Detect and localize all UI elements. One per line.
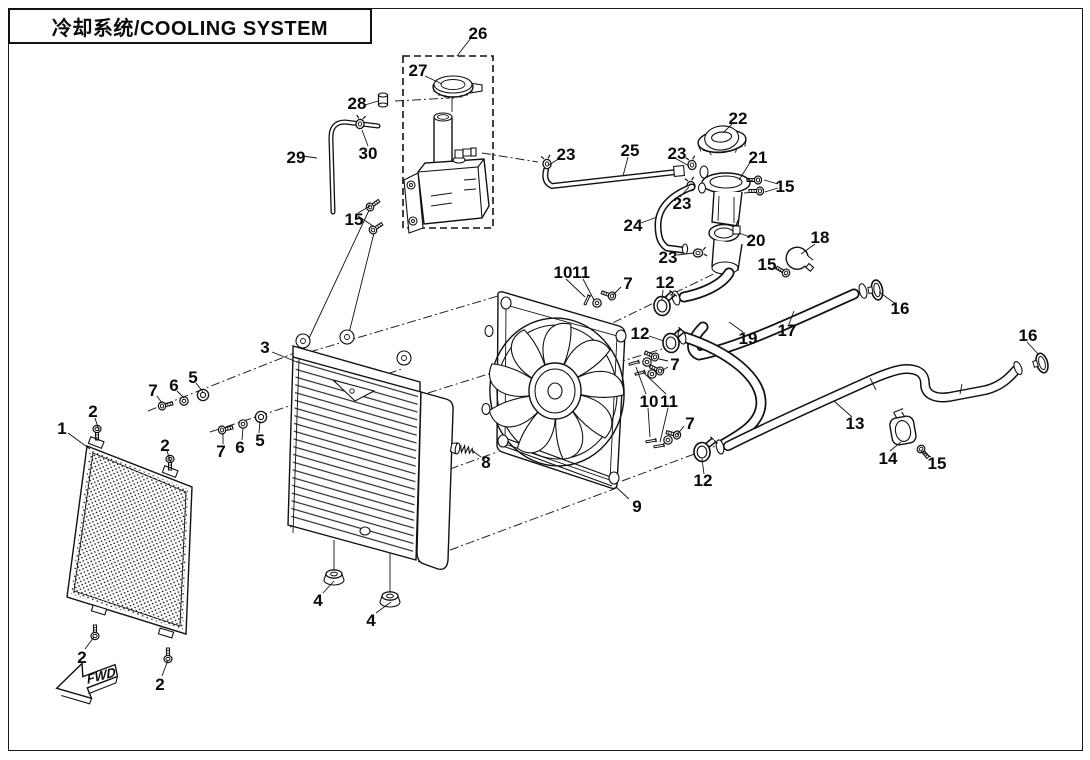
callout-2: 2	[160, 436, 169, 455]
callout-27: 27	[409, 61, 428, 80]
hose-clamps	[651, 246, 1051, 463]
tank-elbow-fitting	[452, 147, 477, 164]
callout-22: 22	[729, 109, 748, 128]
callout-6: 6	[235, 438, 244, 457]
callout-28: 28	[348, 94, 367, 113]
callout-23: 23	[668, 144, 687, 163]
callout-12: 12	[656, 273, 675, 292]
callout-25: 25	[621, 141, 640, 160]
callout-6: 6	[169, 376, 178, 395]
callout-21: 21	[749, 148, 768, 167]
callout-24: 24	[624, 216, 643, 235]
callout-2: 2	[88, 402, 97, 421]
callout-30: 30	[359, 144, 378, 163]
upper-hoses	[671, 267, 868, 455]
callout-5: 5	[188, 368, 197, 387]
pipe-holder	[889, 408, 917, 446]
callout-16: 16	[1019, 326, 1038, 345]
page-border	[8, 8, 1083, 751]
callout-15: 15	[928, 454, 947, 473]
radiator-guard-screen	[66, 424, 193, 664]
radiator	[287, 329, 475, 608]
callout-23: 23	[557, 145, 576, 164]
callout-12: 12	[631, 324, 650, 343]
callout-13: 13	[846, 414, 865, 433]
callout-20: 20	[747, 231, 766, 250]
callout-15: 15	[345, 210, 364, 229]
reservoir-cap	[432, 75, 483, 99]
page-title: 冷却系统/COOLING SYSTEM	[51, 17, 329, 40]
leader-lines	[67, 37, 1040, 677]
reservoir-dashed-box	[402, 55, 494, 229]
drain-plug	[449, 442, 475, 455]
callout-15: 15	[758, 255, 777, 274]
callout-29: 29	[287, 148, 306, 167]
callout-23: 23	[659, 248, 678, 267]
callout-7: 7	[623, 274, 632, 293]
callout-2: 2	[77, 648, 86, 667]
callout-18: 18	[811, 228, 830, 247]
callout-14: 14	[879, 449, 898, 468]
callout-26: 26	[469, 24, 488, 43]
filler-neck-assembly	[684, 125, 765, 275]
callout-12: 12	[694, 471, 713, 490]
title-box: 冷却系统/COOLING SYSTEM	[8, 8, 372, 44]
hose-24	[654, 183, 708, 259]
callout-4: 4	[313, 591, 323, 610]
outlet-pipe	[540, 154, 686, 189]
callout-23: 23	[673, 194, 692, 213]
reservoir-assembly	[328, 55, 494, 236]
callout-9: 9	[632, 497, 641, 516]
callout-16: 16	[891, 299, 910, 318]
fan-assembly	[481, 291, 627, 490]
radiator-fasteners	[156, 388, 268, 436]
fwd-label: FWD	[86, 664, 116, 687]
callout-4: 4	[366, 611, 376, 630]
clip-30	[354, 114, 367, 130]
callout-10: 10	[554, 263, 573, 282]
callout-10: 10	[640, 392, 659, 411]
fwd-arrow: FWD	[55, 661, 119, 705]
callout-11: 11	[660, 392, 678, 411]
callout-17: 17	[778, 321, 797, 340]
callout-19: 19	[739, 329, 758, 348]
callout-8: 8	[481, 453, 490, 472]
callout-7: 7	[148, 381, 157, 400]
callout-7: 7	[670, 355, 679, 374]
callout-5: 5	[255, 431, 264, 450]
callout-7: 7	[216, 442, 225, 461]
callout-7: 7	[685, 414, 694, 433]
callout-11: 11	[572, 263, 590, 282]
callout-3: 3	[260, 338, 269, 357]
callout-1: 1	[57, 419, 66, 438]
callout-2: 2	[155, 675, 164, 694]
callout-15: 15	[776, 177, 795, 196]
pipe-13	[723, 361, 1023, 451]
